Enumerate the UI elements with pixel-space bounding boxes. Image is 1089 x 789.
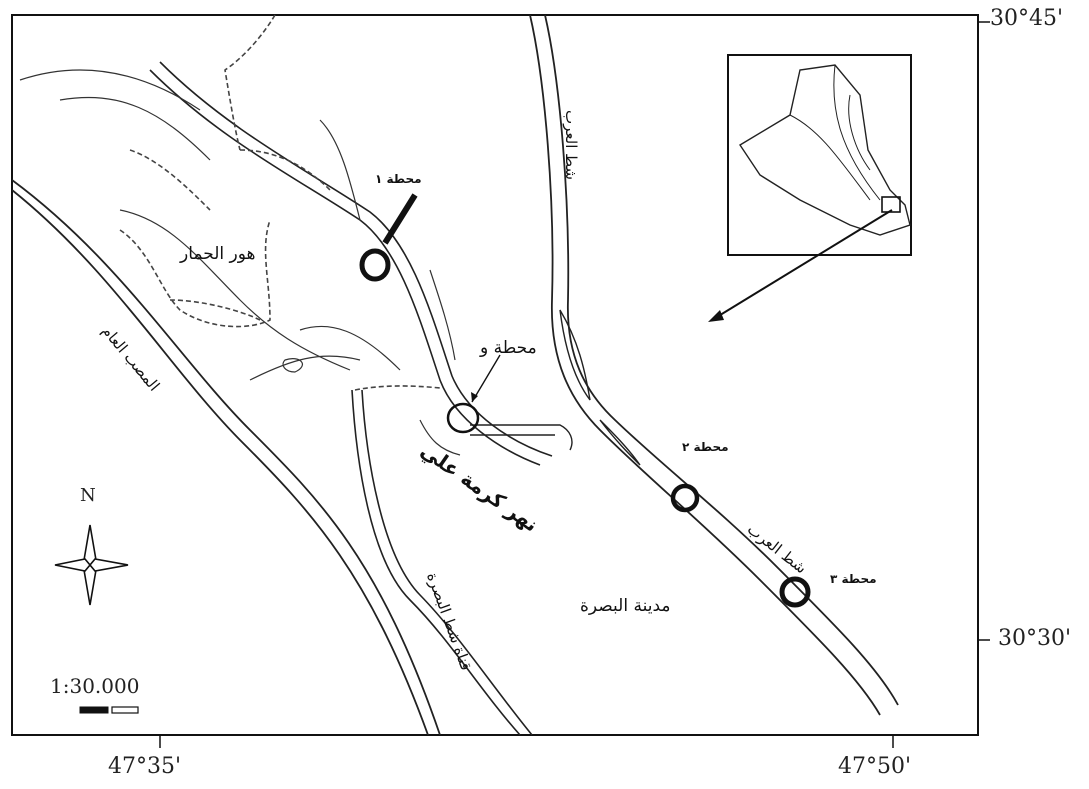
north-label: N xyxy=(80,485,96,506)
station-1-pointer xyxy=(382,193,418,245)
station-bridge-marker xyxy=(446,402,480,434)
graticule-ticks xyxy=(159,21,990,748)
station-2-marker xyxy=(670,483,700,513)
inset-leader-line xyxy=(711,209,893,321)
pointer-arrowhead xyxy=(471,392,478,402)
shatt-arab-top-label: شط العرب xyxy=(562,110,580,180)
station-3-marker xyxy=(779,576,811,608)
river-island xyxy=(599,419,641,466)
river-island xyxy=(559,309,591,401)
station-markers xyxy=(359,248,811,608)
main-drain-river xyxy=(11,179,441,736)
shatt-basra-canal xyxy=(351,389,533,736)
station-1-marker xyxy=(359,248,391,282)
marsh-label: هور الحمار xyxy=(180,244,256,264)
marsh-channels xyxy=(19,69,461,456)
station-bridge-pointer xyxy=(471,354,501,403)
inset-leader-arrowhead xyxy=(708,310,724,322)
euphrates-channel xyxy=(149,61,553,466)
station-3-label: محطة ٣ xyxy=(830,572,877,586)
compass-rose-icon xyxy=(54,524,129,606)
iraq-inset-map xyxy=(727,54,912,256)
map-frame xyxy=(11,14,979,736)
scale-bar xyxy=(79,706,139,714)
station-1-label: محطة ١ xyxy=(375,172,422,186)
lat-label-top: 30°45' xyxy=(990,6,1064,31)
shatt-al-arab-river xyxy=(529,14,899,716)
station-bridge-label: محطة و xyxy=(480,338,537,358)
lon-label-left: 47°35' xyxy=(108,754,182,779)
lat-label-bottom: 30°30' xyxy=(998,626,1072,651)
basra-city-label: مدينة البصرة xyxy=(580,596,671,616)
scale-label: 1:30.000 xyxy=(50,674,140,698)
station-2-label: محطة ٢ xyxy=(682,440,729,454)
marsh-boundary xyxy=(119,14,441,391)
lon-label-right: 47°50' xyxy=(838,754,912,779)
garmat-ali-river xyxy=(470,424,573,451)
